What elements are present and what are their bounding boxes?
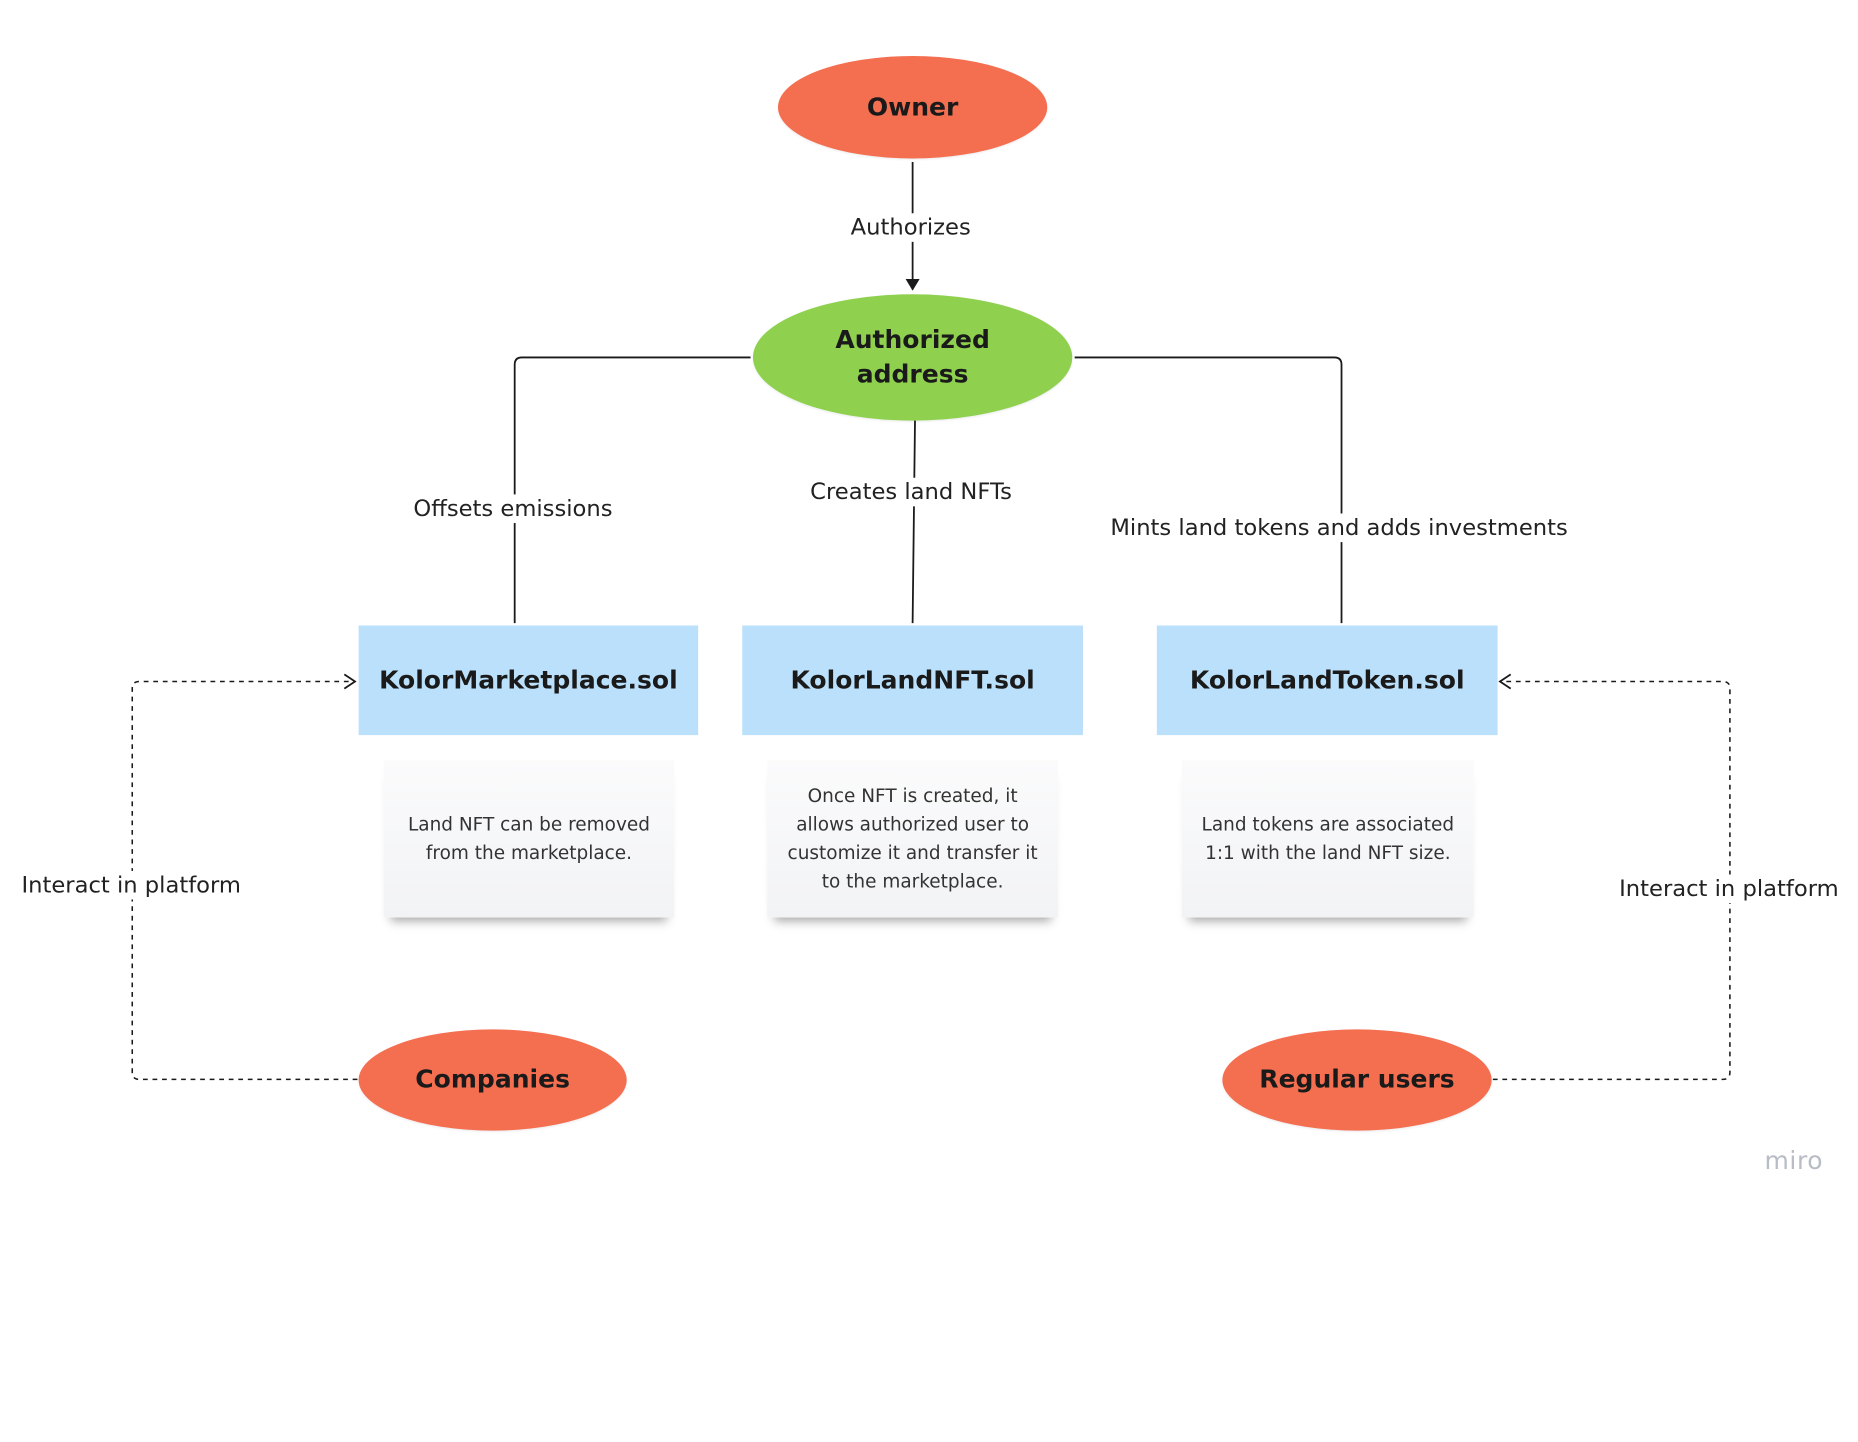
edge-authorized-marketplace — [513, 356, 751, 624]
authorized-address-label-line2: address — [856, 359, 969, 389]
edge-label-authorizes: Authorizes — [848, 213, 974, 242]
land-nft-note-text: Once NFT is created, it allows authorize… — [787, 785, 1038, 893]
land-nft-note[interactable]: Once NFT is created, it allows authorize… — [767, 760, 1058, 918]
edge-label-mints-land-tokens: Mints land tokens and adds investments — [1108, 513, 1571, 543]
marketplace-note[interactable]: Land NFT can be removed from the marketp… — [383, 760, 675, 918]
land-token-note[interactable]: Land tokens are associated 1:1 with the … — [1181, 760, 1474, 918]
edge-label-offsets-emissions: Offsets emissions — [411, 494, 615, 524]
authorized-address-label-line1: Authorized — [835, 325, 990, 354]
regular-users-node[interactable]: Regular users — [1222, 1029, 1492, 1131]
edge-authorized-landnft — [911, 420, 916, 624]
owner-node[interactable]: Owner — [777, 55, 1048, 159]
edge-authorized-landtoken — [1074, 356, 1343, 624]
edge-label-creates-land-nfts: Creates land NFTs — [807, 477, 1015, 507]
miro-logo: miro — [1764, 1146, 1824, 1175]
kolor-land-token-label: KolorLandToken.sol — [1189, 665, 1465, 695]
edge-label-interact-right: Interact in platform — [1616, 874, 1842, 904]
kolor-marketplace-label: KolorMarketplace.sol — [379, 665, 678, 695]
kolor-land-nft-label: KolorLandNFT.sol — [790, 665, 1035, 695]
land-token-note-text: Land tokens are associated 1:1 with the … — [1201, 813, 1455, 864]
kolor-land-nft-box[interactable]: KolorLandNFT.sol — [742, 625, 1083, 736]
kolor-marketplace-box[interactable]: KolorMarketplace.sol — [358, 625, 699, 736]
connector-layer — [131, 162, 1731, 1081]
companies-node[interactable]: Companies — [358, 1029, 627, 1131]
kolor-land-token-box[interactable]: KolorLandToken.sol — [1156, 625, 1498, 736]
regular-users-label: Regular users — [1259, 1065, 1455, 1094]
companies-label: Companies — [415, 1065, 570, 1094]
marketplace-note-text: Land NFT can be removed from the marketp… — [407, 813, 650, 864]
edge-label-interact-left: Interact in platform — [19, 870, 244, 900]
owner-label: Owner — [866, 92, 959, 121]
authorized-address-node[interactable]: Authorized address — [752, 294, 1073, 421]
